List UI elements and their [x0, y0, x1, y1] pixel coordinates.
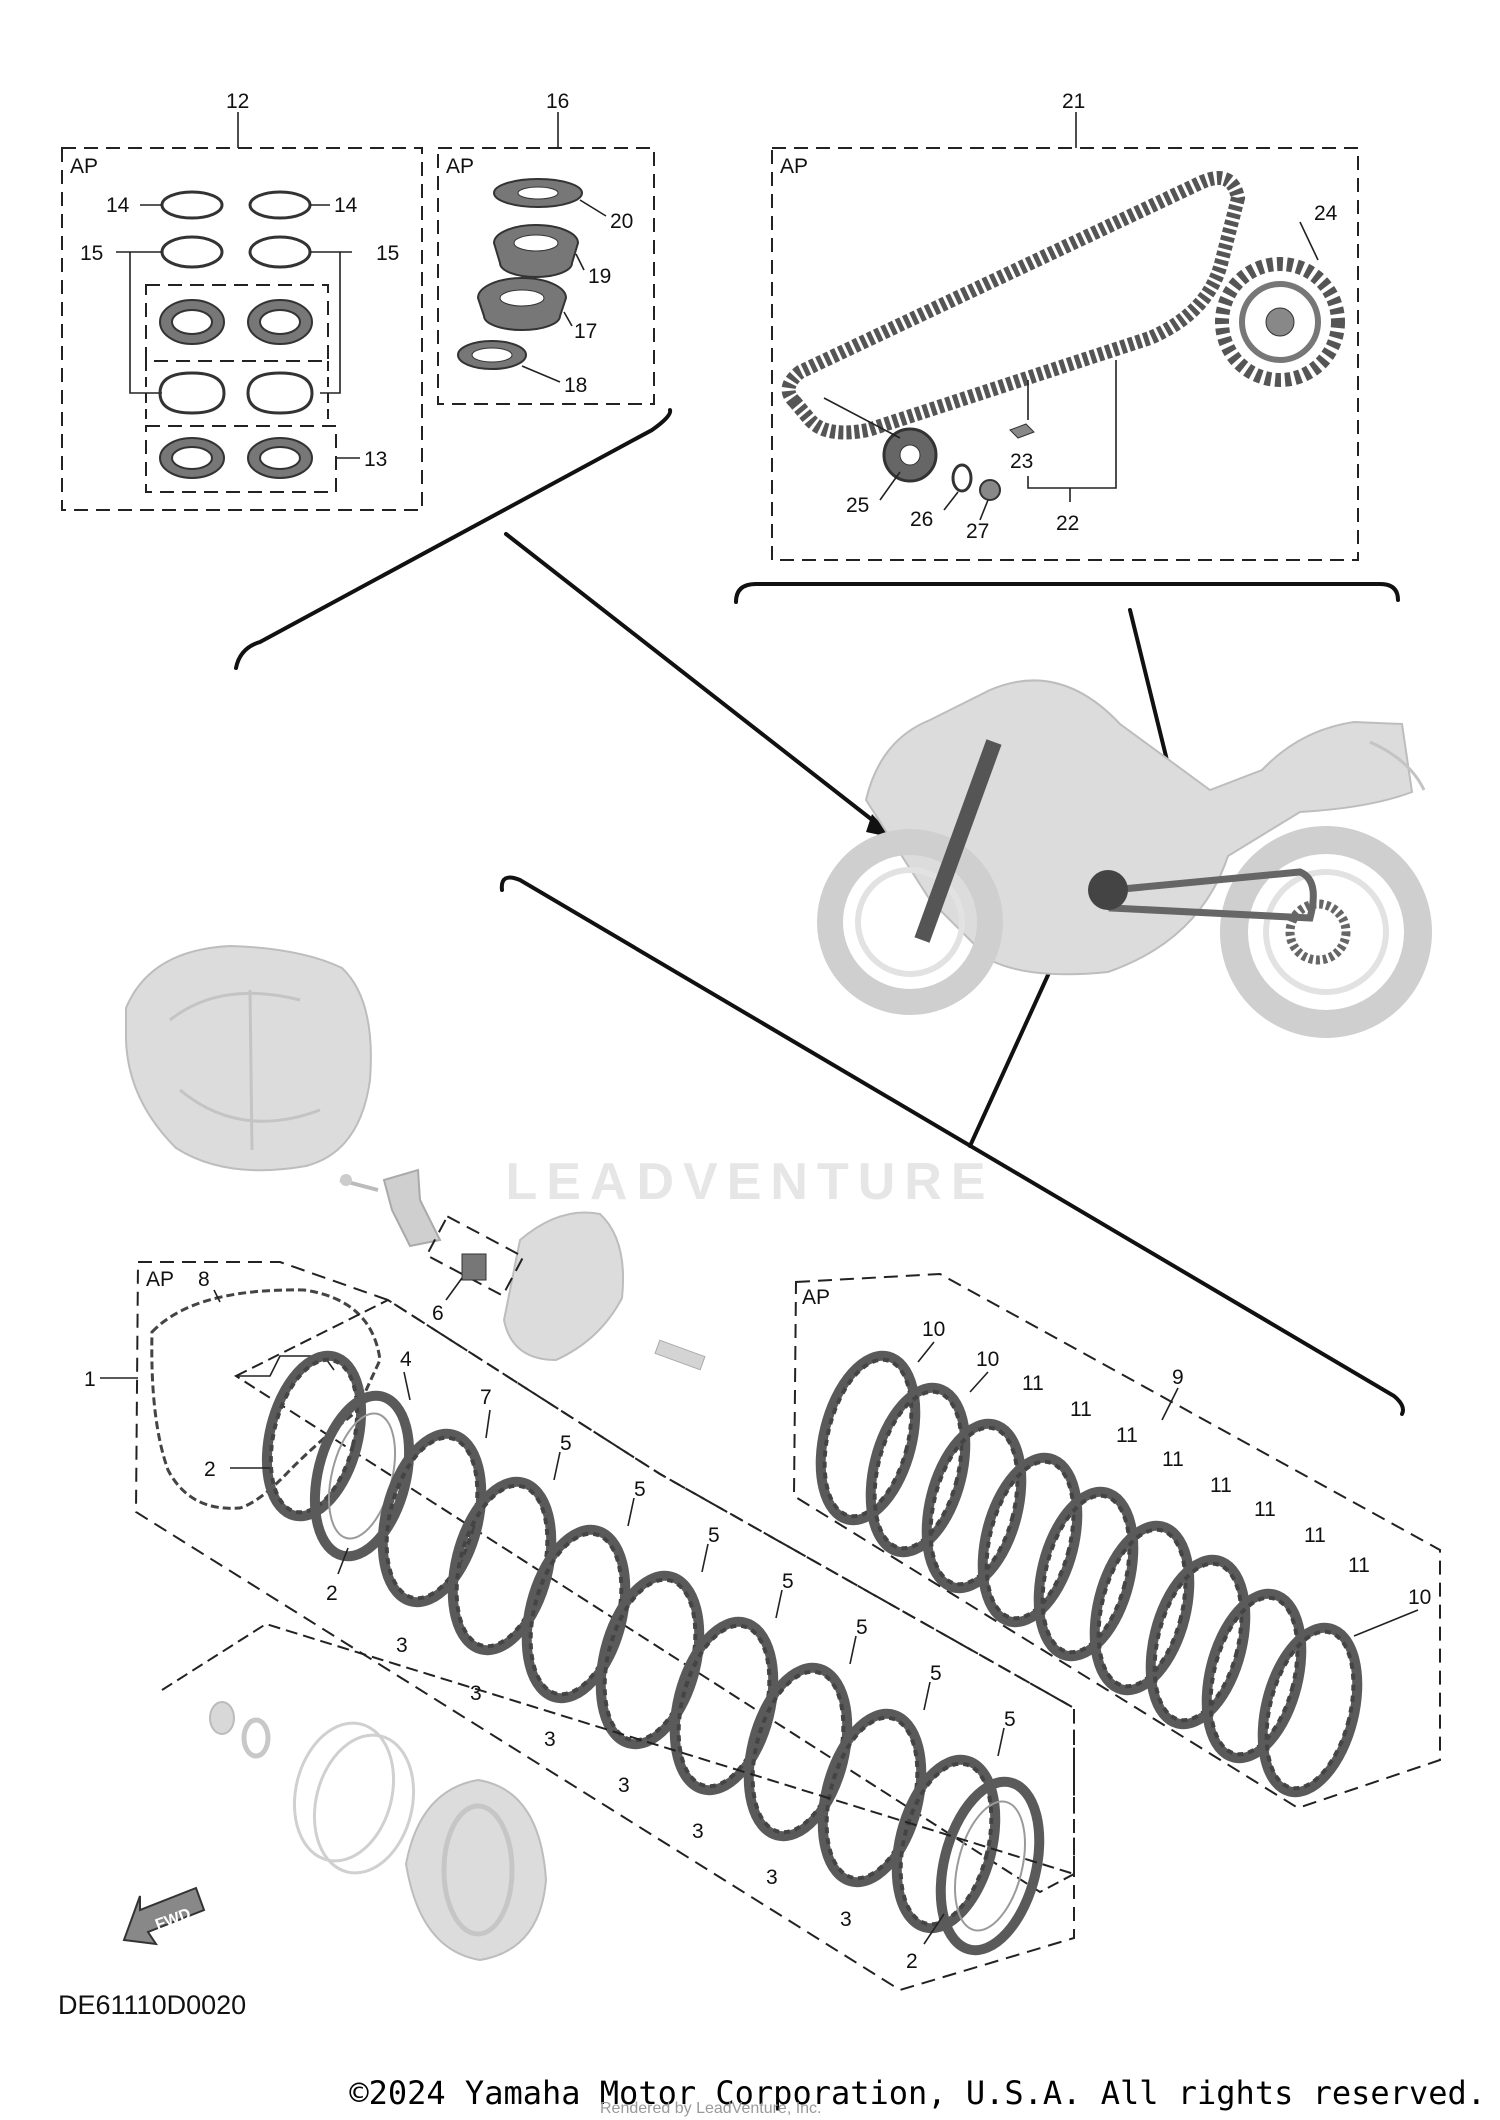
- group-12-box: [61, 147, 423, 511]
- ap-tag-21: AP: [780, 155, 808, 178]
- callout-5-c[interactable]: 5: [708, 1524, 720, 1547]
- callout-11-f[interactable]: 11: [1254, 1498, 1276, 1521]
- fwd-direction-arrow: FWD: [122, 1886, 206, 1946]
- clutch-small-parts: 6: [339, 1168, 706, 1371]
- callout-24[interactable]: 24: [1314, 202, 1338, 225]
- callout-5-e[interactable]: 5: [856, 1616, 868, 1639]
- rear-sprocket: [1215, 257, 1345, 387]
- group-9-box: [792, 1272, 1441, 1810]
- callout-9[interactable]: 9: [1172, 1366, 1184, 1389]
- ap-tag-1: AP: [146, 1268, 174, 1291]
- callout-21[interactable]: 21: [1062, 90, 1085, 113]
- callout-11-a[interactable]: 11: [1022, 1372, 1044, 1395]
- rendered-by-notice: Rendered by LeadVenture, Inc.: [600, 2100, 822, 2117]
- callout-16[interactable]: 16: [546, 90, 569, 113]
- callout-2-top[interactable]: 2: [204, 1458, 216, 1481]
- callout-19[interactable]: 19: [588, 265, 611, 288]
- callout-25[interactable]: 25: [846, 494, 869, 517]
- callout-22[interactable]: 22: [1056, 512, 1079, 535]
- group-12-fork-seal-kit: AP 12 14 14 15 15 13: [61, 90, 423, 511]
- callout-3-g[interactable]: 3: [840, 1908, 852, 1931]
- callout-7[interactable]: 7: [480, 1386, 492, 1409]
- callout-10-b[interactable]: 10: [976, 1348, 999, 1371]
- ap-tag-9: AP: [802, 1286, 830, 1309]
- group-16-box: [437, 147, 655, 405]
- group-1-clutch-kit: AP 1 8 4 7: [84, 1261, 1075, 1992]
- highlight-chain: [1108, 868, 1317, 922]
- pointer-lines: [234, 408, 1405, 1416]
- callout-10-c[interactable]: 10: [1408, 1586, 1431, 1609]
- callout-18[interactable]: 18: [564, 374, 587, 397]
- crankcase-cover-illustration: [125, 944, 372, 1172]
- group-9-friction-plate-kit: AP 9 10 10 11 11 11 11 11: [792, 1272, 1441, 1810]
- group-21-chain-sprocket-kit: AP 21 24 25 26 27 23 22: [771, 90, 1359, 561]
- group-1-box: [134, 1261, 1075, 1992]
- callout-14-right[interactable]: 14: [334, 194, 358, 217]
- watermark: LEADVENTURE: [505, 1153, 995, 1211]
- callout-5-a[interactable]: 5: [560, 1432, 572, 1455]
- callout-11-d[interactable]: 11: [1162, 1448, 1184, 1471]
- callout-3-c[interactable]: 3: [544, 1728, 556, 1751]
- callout-8[interactable]: 8: [198, 1268, 210, 1291]
- callout-5-b[interactable]: 5: [634, 1478, 646, 1501]
- callout-11-c[interactable]: 11: [1116, 1424, 1138, 1447]
- copyright-notice: ©2024 Yamaha Motor Corporation, U.S.A. A…: [349, 2074, 1486, 2112]
- callout-11-b[interactable]: 11: [1070, 1398, 1092, 1421]
- callout-11-g[interactable]: 11: [1304, 1524, 1326, 1547]
- callout-2-middle[interactable]: 2: [326, 1582, 338, 1605]
- callout-3-e[interactable]: 3: [692, 1820, 704, 1843]
- callout-4[interactable]: 4: [400, 1348, 412, 1371]
- gasket: [150, 1288, 382, 1510]
- callout-13[interactable]: 13: [364, 448, 387, 471]
- diagram-code: DE61110D0020: [58, 1990, 247, 2020]
- callout-15-right[interactable]: 15: [376, 242, 399, 265]
- callout-6[interactable]: 6: [432, 1302, 444, 1325]
- highlight-front-fork: [914, 739, 1002, 943]
- spring: [461, 1253, 487, 1281]
- callout-23[interactable]: 23: [1010, 450, 1033, 473]
- callout-10-a[interactable]: 10: [922, 1318, 945, 1341]
- motorcycle-illustration: [817, 679, 1432, 1038]
- callout-5-d[interactable]: 5: [782, 1570, 794, 1593]
- ap-tag-12: AP: [70, 155, 98, 178]
- callout-20[interactable]: 20: [610, 210, 633, 233]
- callout-17[interactable]: 17: [574, 320, 597, 343]
- callout-12[interactable]: 12: [226, 90, 249, 113]
- ap-tag-16: AP: [446, 155, 474, 178]
- callout-3-f[interactable]: 3: [766, 1866, 778, 1889]
- callout-27[interactable]: 27: [966, 520, 989, 543]
- callout-2-bottom[interactable]: 2: [906, 1950, 918, 1973]
- callout-26[interactable]: 26: [910, 508, 933, 531]
- callout-11-e[interactable]: 11: [1210, 1474, 1232, 1497]
- friction-plates: [815, 1350, 1363, 1798]
- callout-5-f[interactable]: 5: [930, 1662, 942, 1685]
- chain: [781, 171, 1246, 440]
- callout-5-g[interactable]: 5: [1004, 1708, 1016, 1731]
- clutch-plates: [261, 1350, 1045, 1956]
- callout-1[interactable]: 1: [84, 1368, 96, 1391]
- group-21-box: [771, 147, 1359, 561]
- group-16-steering-bearing-kit: AP 16 20 19 17 18: [437, 90, 655, 405]
- callout-3-b[interactable]: 3: [470, 1682, 482, 1705]
- callout-14-left[interactable]: 14: [106, 194, 130, 217]
- callout-3-a[interactable]: 3: [396, 1634, 408, 1657]
- callout-3-d[interactable]: 3: [618, 1774, 630, 1797]
- clutch-basket-illustration: [161, 1622, 1075, 1962]
- callout-15-left[interactable]: 15: [80, 242, 103, 265]
- callout-11-h[interactable]: 11: [1348, 1554, 1370, 1577]
